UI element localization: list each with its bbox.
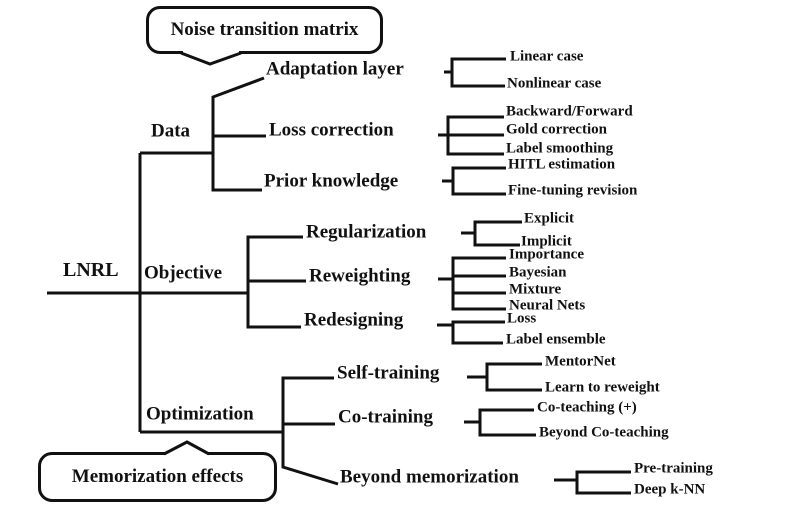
callout-memorization-effects: Memorization effects <box>38 452 277 502</box>
node-regularization: Regularization <box>306 221 427 243</box>
leaf-nonlinear-case: Nonlinear case <box>507 75 602 92</box>
node-prior-knowledge: Prior knowledge <box>264 170 399 192</box>
leaf-neural-nets: Neural Nets <box>509 297 586 314</box>
root-label: LNRL <box>63 259 119 281</box>
leaf-explicit: Explicit <box>524 210 575 227</box>
leaf-loss: Loss <box>507 310 537 327</box>
section-data-label: Data <box>151 120 191 142</box>
callout-memorization-effects-text: Memorization effects <box>71 466 244 487</box>
adaptation-layer-bracket <box>444 57 506 88</box>
beyond-memorization-bracket <box>554 470 631 495</box>
leaf-deep-k-nn: Deep k-NN <box>634 481 706 498</box>
co-training-bracket <box>464 408 536 437</box>
leaf-label-ensemble: Label ensemble <box>506 331 606 348</box>
optimization-bracket <box>281 376 339 486</box>
node-co-training: Co-training <box>338 406 433 428</box>
reweighting-bracket <box>438 256 506 311</box>
leaf-hitl-estimation: HITL estimation <box>508 156 616 173</box>
prior-knowledge-bracket <box>442 166 506 196</box>
data-bracket <box>211 76 266 192</box>
leaf-pre-training: Pre-training <box>634 460 713 477</box>
leaf-learn-to-reweight: Learn to reweight <box>545 379 660 396</box>
node-redesigning: Redesigning <box>304 309 404 331</box>
callout-noise-transition-matrix-text: Noise transition matrix <box>170 19 359 40</box>
node-beyond-memorization: Beyond memorization <box>340 466 519 488</box>
leaf-linear-case: Linear case <box>510 48 584 65</box>
redesigning-bracket <box>437 320 505 345</box>
leaf-beyond-co-teaching: Beyond Co-teaching <box>539 424 669 441</box>
regularization-bracket <box>461 220 522 247</box>
leaf-backward-forward: Backward/Forward <box>506 103 633 120</box>
self-training-bracket <box>467 362 542 392</box>
top-callout-tail <box>180 51 242 66</box>
node-reweighting: Reweighting <box>309 265 411 287</box>
loss-correction-bracket <box>438 115 504 156</box>
leaf-gold-correction: Gold correction <box>506 121 607 138</box>
leaf-co-teaching-plus: Co-teaching (+) <box>537 399 637 416</box>
callout-tails <box>163 50 242 457</box>
objective-bracket <box>246 235 306 329</box>
leaf-importance: Importance <box>509 246 584 263</box>
section-objective-label: Objective <box>144 262 223 284</box>
node-loss-correction: Loss correction <box>269 119 394 141</box>
leaf-fine-tuning-revision: Fine-tuning revision <box>508 182 638 199</box>
node-self-training: Self-training <box>337 362 440 384</box>
leaf-label-smoothing: Label smoothing <box>506 140 614 157</box>
callout-noise-transition-matrix: Noise transition matrix <box>146 6 383 54</box>
leaf-mentornet: MentorNet <box>545 353 616 370</box>
leaf-bayesian: Bayesian <box>509 264 567 281</box>
leaf-mixture: Mixture <box>509 281 562 298</box>
node-adaptation-layer: Adaptation layer <box>266 58 404 80</box>
section-optimization-label: Optimization <box>146 403 254 425</box>
leaf-implicit: Implicit <box>521 233 572 250</box>
